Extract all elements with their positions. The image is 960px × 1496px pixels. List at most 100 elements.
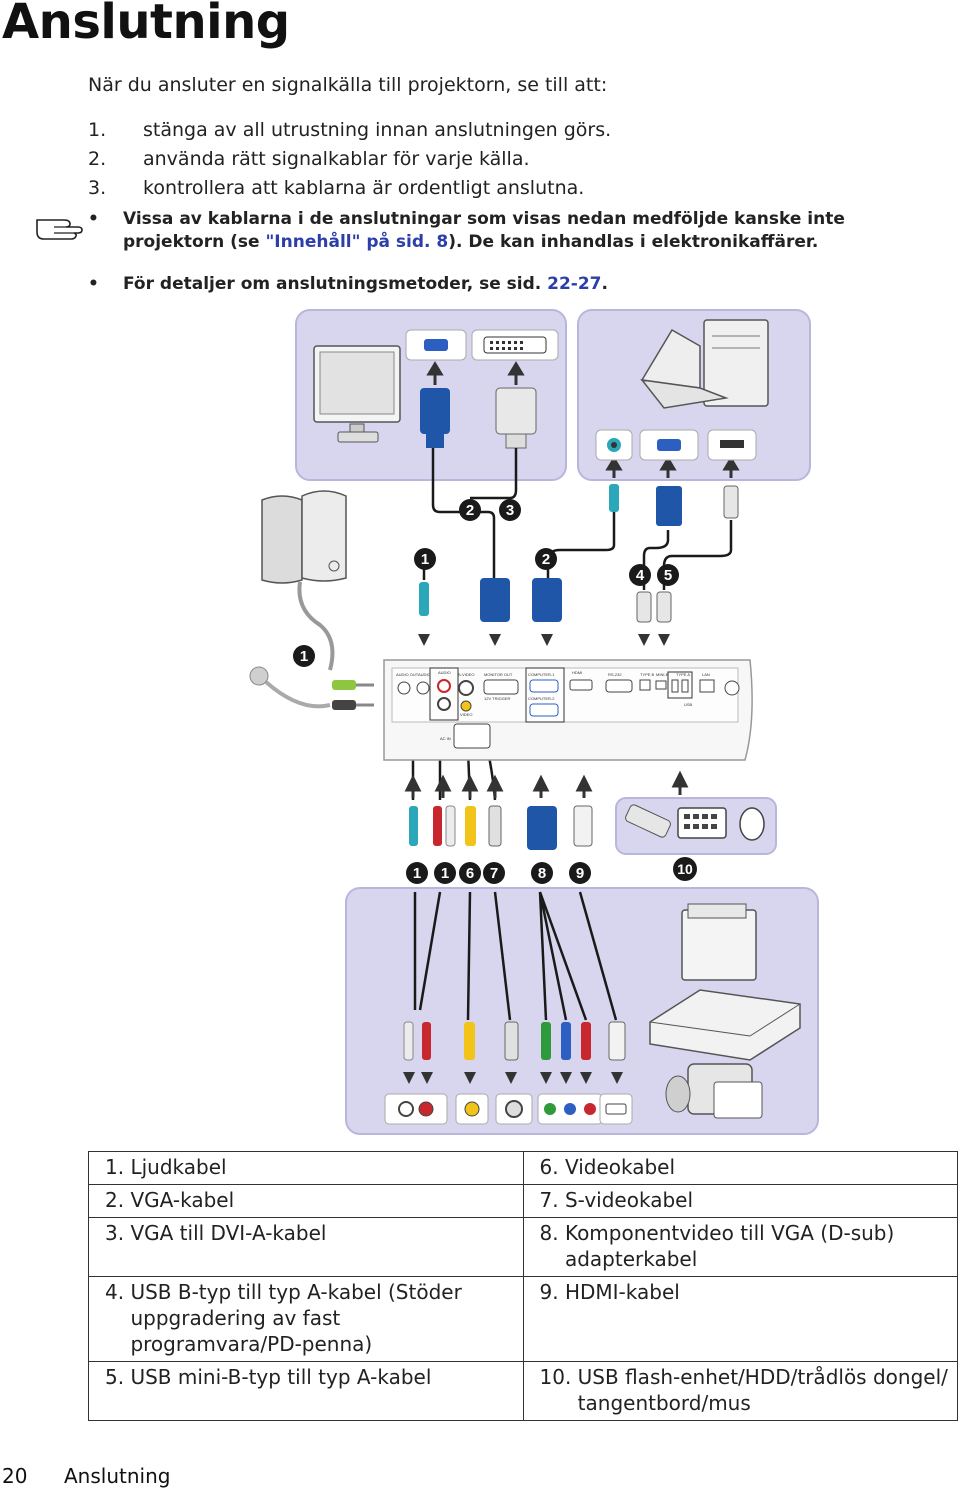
note-text: Vissa av kablarna i de anslutningar som … <box>123 209 845 252</box>
legend-number: 3. <box>105 1221 131 1245</box>
table-cell: 1. Ljudkabel <box>88 1151 524 1185</box>
svg-text:HDMI: HDMI <box>572 670 582 675</box>
callout-2: 2 <box>466 502 474 519</box>
legend-text: USB flash-enhet/HDD/trådlös dongel/ tang… <box>577 1365 948 1415</box>
legend-number: 8. <box>539 1221 565 1245</box>
callout-10: 10 <box>677 861 693 877</box>
callout-1: 1 <box>421 551 429 568</box>
legend-text: S-videokabel <box>564 1188 693 1212</box>
svg-text:AUDIO: AUDIO <box>438 670 451 675</box>
table-row: 1. Ljudkabel 6. Videokabel <box>88 1151 958 1185</box>
table-cell: 10. USB flash-enhet/HDD/trådlös dongel/ … <box>522 1361 958 1421</box>
legend-number: 10. <box>539 1365 578 1389</box>
svg-text:MINI-B: MINI-B <box>656 672 669 677</box>
table-row: 5. USB mini-B-typ till typ A-kabel 10. U… <box>88 1361 958 1421</box>
callout-badges: 2 3 1 2 4 5 1 1 1 6 7 8 9 10 <box>293 499 697 884</box>
cable-legend-table: 1. Ljudkabel 6. Videokabel 2. VGA-kabel … <box>88 1151 958 1421</box>
legend-text: USB B-typ till typ A-kabel (Stöder uppgr… <box>130 1280 462 1356</box>
callout-1: 1 <box>413 865 421 882</box>
legend-number: 9. <box>539 1280 565 1304</box>
table-row: 3. VGA till DVI-A-kabel 8. Komponentvide… <box>88 1217 958 1277</box>
table-cell: 6. Videokabel <box>522 1151 958 1185</box>
svg-text:LAN: LAN <box>702 672 710 677</box>
legend-text: VGA-kabel <box>130 1188 235 1212</box>
step-number: 3. <box>88 177 107 199</box>
dvd-player-icon <box>649 989 801 1061</box>
page-title: Anslutning <box>2 0 290 50</box>
svg-text:VIDEO: VIDEO <box>460 712 472 717</box>
note-hand-icon <box>36 219 83 240</box>
footer-section-title: Anslutning <box>64 1464 171 1488</box>
table-cell: 2. VGA-kabel <box>88 1184 524 1218</box>
svg-text:COMPUTER-1: COMPUTER-1 <box>528 672 555 677</box>
callout-9: 9 <box>576 865 584 882</box>
callout-1: 1 <box>300 648 308 665</box>
callout-5: 5 <box>664 567 672 584</box>
step-item: 1. stänga av all utrustning innan anslutn… <box>88 116 611 145</box>
computer-icon <box>640 319 769 409</box>
legend-text: VGA till DVI-A-kabel <box>130 1221 327 1245</box>
microphone-icon <box>249 666 331 709</box>
legend-text: Videokabel <box>564 1155 676 1179</box>
table-cell: 3. VGA till DVI-A-kabel <box>88 1217 524 1277</box>
monitor-icon <box>313 345 401 443</box>
svg-text:AC IN: AC IN <box>440 736 451 741</box>
note-text: För detaljer om anslutningsmetoder, se s… <box>123 274 548 294</box>
legend-number: 5. <box>105 1365 131 1389</box>
tv-box-icon <box>681 903 757 981</box>
step-text: stänga av all utrustning innan anslutnin… <box>143 119 612 141</box>
dvi-connector-icon <box>495 387 537 449</box>
table-cell: 7. S-videokabel <box>522 1184 958 1218</box>
bullet: • <box>88 274 99 294</box>
step-number: 1. <box>88 119 107 141</box>
svg-text:AUDIO: AUDIO <box>418 672 431 677</box>
callout-8: 8 <box>538 865 546 882</box>
usb-devices-icon <box>625 804 765 841</box>
intro-text: När du ansluter en signalkälla till proj… <box>88 74 608 96</box>
step-text: använda rätt signalkablar för varje käll… <box>143 148 530 170</box>
callout-6: 6 <box>466 865 474 882</box>
step-number: 2. <box>88 148 107 170</box>
speakers-icon <box>261 490 347 584</box>
callout-4: 4 <box>636 567 645 584</box>
legend-text: Komponentvideo till VGA (D-sub) adapterk… <box>564 1221 895 1271</box>
note-cables: • Vissa av kablarna i de anslutningar so… <box>88 208 938 254</box>
table-cell: 8. Komponentvideo till VGA (D-sub) adapt… <box>522 1217 958 1277</box>
page-number: 20 <box>2 1464 28 1488</box>
legend-number: 7. <box>539 1188 565 1212</box>
svg-text:COMPUTER-2: COMPUTER-2 <box>528 696 555 701</box>
svg-text:MONITOR OUT: MONITOR OUT <box>484 672 513 677</box>
svg-text:12V TRIGGER: 12V TRIGGER <box>484 696 510 701</box>
contents-page-link[interactable]: "Innehåll" på sid. 8 <box>265 232 449 252</box>
svg-text:USB: USB <box>684 702 693 707</box>
legend-text: Ljudkabel <box>130 1155 227 1179</box>
table-cell: 9. HDMI-kabel <box>522 1276 958 1362</box>
legend-number: 2. <box>105 1188 131 1212</box>
note-text: ). De kan inhandlas i elektronikaffärer. <box>448 232 819 252</box>
svg-text:TYPE A: TYPE A <box>676 672 690 677</box>
note-text: . <box>601 274 608 294</box>
callout-7: 7 <box>490 865 498 882</box>
callout-2: 2 <box>542 551 550 568</box>
legend-text: USB mini-B-typ till typ A-kabel <box>130 1365 432 1389</box>
svg-text:RS-232: RS-232 <box>608 672 622 677</box>
step-item: 3.kontrollera att kablarna är ordentligt… <box>88 174 611 203</box>
steps-list: 1. stänga av all utrustning innan anslutn… <box>88 116 611 203</box>
callout-1: 1 <box>441 865 449 882</box>
callout-3: 3 <box>506 502 514 519</box>
table-cell: 5. USB mini-B-typ till typ A-kabel <box>88 1361 524 1421</box>
note-details: • För detaljer om anslutningsmetoder, se… <box>88 273 938 296</box>
svg-text:S-VIDEO: S-VIDEO <box>458 672 474 677</box>
svg-text:TYPE B: TYPE B <box>640 672 655 677</box>
bullet: • <box>88 209 99 229</box>
legend-number: 4. <box>105 1280 131 1304</box>
table-row: 2. VGA-kabel 7. S-videokabel <box>88 1184 958 1218</box>
camcorder-icon <box>665 1063 763 1119</box>
legend-text: HDMI-kabel <box>564 1280 680 1304</box>
legend-number: 1. <box>105 1155 131 1179</box>
table-cell: 4. USB B-typ till typ A-kabel (Stöder up… <box>88 1276 524 1362</box>
svg-text:AUDIO OUT: AUDIO OUT <box>396 672 419 677</box>
pages-link[interactable]: 22-27 <box>547 274 602 294</box>
